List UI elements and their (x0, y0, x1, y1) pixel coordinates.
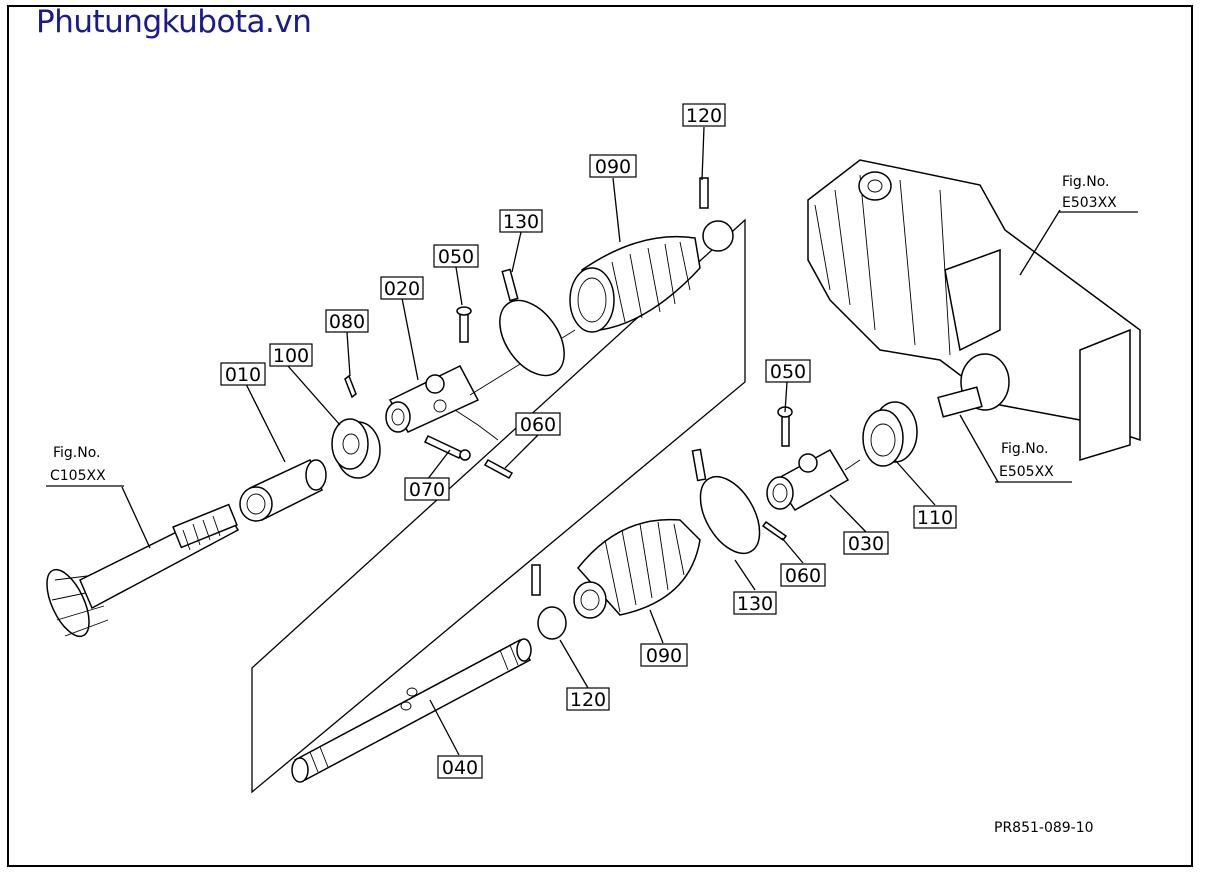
exploded-frame (251, 218, 746, 794)
leader-lines (121, 126, 1061, 756)
clamp-120-upper-part (699, 177, 734, 252)
label-070[interactable]: 070 (404, 477, 450, 501)
universal-joint-upper-part (385, 365, 480, 433)
svg-text:E505XX: E505XX (999, 464, 1054, 480)
clamp-band-130-lower-part (691, 448, 761, 555)
label-100[interactable]: 100 (269, 343, 313, 367)
svg-text:130: 130 (737, 593, 773, 615)
output-shaft-part (937, 386, 983, 418)
svg-text:010: 010 (225, 364, 261, 386)
svg-text:090: 090 (595, 156, 631, 178)
split-pin-060-lower-part (761, 520, 788, 542)
label-130[interactable]: 130 (499, 209, 543, 233)
svg-text:100: 100 (273, 345, 309, 367)
label-050[interactable]: 050 (433, 244, 479, 268)
svg-text:C105XX: C105XX (50, 468, 106, 484)
label-090[interactable]: 090 (589, 154, 637, 178)
label-110[interactable]: 110 (913, 505, 957, 529)
label-090[interactable]: 090 (640, 643, 688, 667)
svg-text:Fig.No.: Fig.No. (1062, 174, 1110, 190)
pin-050-upper-part (456, 306, 472, 343)
label-010[interactable]: 010 (220, 362, 266, 386)
label-120[interactable]: 120 (682, 103, 726, 127)
svg-text:090: 090 (646, 645, 682, 667)
brand-title[interactable]: Phutungkubota.vn (36, 4, 312, 40)
fig-ref-e503xx[interactable]: Fig.No. E503XX (1058, 174, 1138, 213)
svg-text:060: 060 (520, 414, 556, 436)
drive-shaft-040-part (291, 638, 532, 783)
svg-text:120: 120 (686, 105, 722, 127)
fig-ref-e505xx[interactable]: Fig.No. E505XX (995, 441, 1072, 483)
svg-text:050: 050 (438, 246, 474, 268)
svg-text:050: 050 (770, 361, 806, 383)
svg-text:070: 070 (409, 479, 445, 501)
label-050[interactable]: 050 (765, 359, 811, 383)
pin-leader (454, 409, 499, 441)
transmission-case-part (807, 159, 1141, 462)
split-pin-060-upper-part (483, 458, 514, 480)
label-060[interactable]: 060 (515, 412, 561, 436)
universal-joint-lower-part (766, 448, 861, 511)
label-130[interactable]: 130 (733, 591, 777, 615)
svg-text:E503XX: E503XX (1062, 195, 1117, 211)
drawing-frame (7, 5, 1193, 867)
svg-text:120: 120 (570, 689, 606, 711)
svg-text:040: 040 (442, 757, 478, 779)
svg-text:130: 130 (503, 211, 539, 233)
label-080[interactable]: 080 (325, 309, 369, 333)
clamp-120-lower-part (531, 564, 567, 640)
coupling-sleeve-part (239, 458, 327, 522)
label-030[interactable]: 030 (843, 531, 889, 555)
svg-text:Fig.No.: Fig.No. (53, 445, 101, 461)
clamp-band-130-upper-part (499, 268, 565, 377)
pinion-shaft-part (46, 503, 240, 638)
svg-text:030: 030 (848, 533, 884, 555)
label-060[interactable]: 060 (780, 563, 826, 587)
fig-ref-c105xx[interactable]: Fig.No. C105XX (46, 445, 124, 487)
seal-110-part (862, 401, 918, 467)
boot-090-lower-part (573, 518, 701, 619)
svg-text:020: 020 (384, 278, 420, 300)
bolt-070-part (423, 435, 471, 461)
label-040[interactable]: 040 (437, 755, 483, 779)
svg-text:110: 110 (917, 507, 953, 529)
svg-text:060: 060 (785, 565, 821, 587)
boot-090-upper-part (569, 235, 701, 333)
pin-050-lower-part (777, 406, 793, 447)
split-pin-part (344, 374, 357, 399)
collar-part (331, 418, 381, 479)
drawing-code: PR851-089-10 (994, 820, 1094, 836)
svg-text:Fig.No.: Fig.No. (1001, 441, 1049, 457)
label-120[interactable]: 120 (566, 687, 610, 711)
svg-text:080: 080 (329, 311, 365, 333)
label-020[interactable]: 020 (380, 276, 424, 300)
